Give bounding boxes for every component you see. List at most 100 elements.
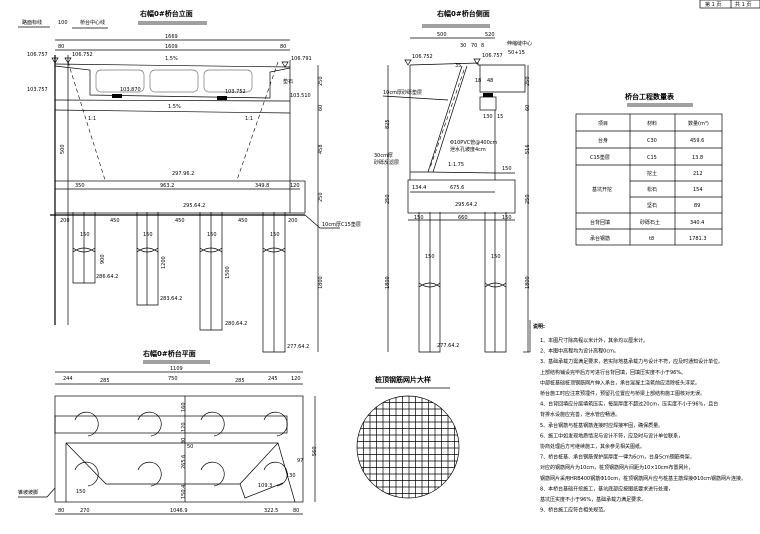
pile-diameter: 150: [207, 232, 217, 238]
note-line: 7、桥台桩基、承台钢筋保护层厚度一律为6cm，台身5cm钢筋骨架，: [540, 454, 695, 461]
slope-side-left: 1:1: [88, 116, 96, 122]
side-elevation: 右幅0#桥台侧面 500 520 30 70 8 伸缩缝中心 50+15 106…: [374, 9, 532, 353]
plan-dim-inner: 265.6: [181, 455, 187, 469]
pile-diameter: 150: [425, 254, 435, 260]
side-dim-small: 30: [460, 43, 466, 49]
cell-qty: 1781.3: [689, 236, 707, 242]
side-elev-left: 106.752: [412, 54, 433, 60]
cell-item: 台背回填: [590, 219, 610, 226]
pile-elev: 277.64.2: [437, 343, 459, 349]
dim-right: 458: [318, 144, 324, 154]
side-dim-height: 825: [385, 119, 391, 129]
cell-qty: 212: [693, 171, 703, 177]
side-dim-150: 150: [502, 166, 512, 172]
note-line: 上部结构铺设完毕后方可进行台背回填，回填压实度不小于96%。: [540, 369, 686, 376]
pile-spacing: 200: [60, 218, 70, 224]
pile-length: 1200: [161, 256, 167, 269]
note-line: 9、桥台施工应符合相关规范。: [540, 507, 608, 514]
cell-qty: 154: [693, 187, 703, 193]
pile: 150: [484, 212, 507, 353]
pile-spacing: 200: [288, 218, 298, 224]
plan-dim-bottom: 270: [80, 508, 90, 514]
quantity-table: 桥台工程数量表 项目 材料 数量(m³) 台身 C30 459.6 C15垫层 …: [575, 92, 723, 246]
side-pile-length: 1800: [385, 276, 391, 289]
dim-right: 1800: [318, 276, 324, 289]
note-line: 中部桩基础桩顶钢筋网片伸入承台，承台混凝土浇筑前应清除桩头浮浆。: [540, 379, 700, 386]
note-line: 5、承台钢筋与桩基钢筋连接时应焊接牢固，确保质量。: [540, 422, 663, 429]
plan-dim-bottom: 1046.9: [170, 508, 188, 514]
side-dim-15: 15: [497, 114, 503, 120]
plan-dim-diag: 130: [286, 473, 296, 479]
label-weep-hole: 泄水孔坡度4cm: [450, 146, 486, 153]
mesh-detail: 桩顶钢筋网片大样: [356, 375, 460, 499]
plan-dim-total: 1109: [170, 366, 183, 372]
bearing-icon: [483, 93, 493, 97]
label-pad: 垫石: [283, 78, 293, 85]
table-row: 承台钢筋 t8 1781.3: [590, 235, 707, 242]
pile-spacing: 450: [110, 218, 120, 224]
plan-dim-right: 560: [312, 446, 318, 456]
pile: 150 277.64.2: [418, 212, 459, 353]
cell-material: C15: [647, 155, 657, 161]
side-dim-vert: 18: [475, 78, 481, 84]
table-title: 桥台工程数量表: [625, 92, 675, 101]
note-line: 1、本图尺寸除高程以米计外，其余均以厘米计。: [540, 337, 648, 344]
title-block: 第 1 页 共 1 页: [699, 0, 760, 9]
bearing-icon: [112, 94, 122, 98]
side-pile-dim: 150: [502, 215, 512, 221]
plan-dim-inner: 120: [181, 422, 187, 432]
plan-dim-150: 150: [76, 489, 86, 495]
plan-dim-bottom: 80: [58, 508, 64, 514]
note-line: 6、施工中如发现地质情况与设计不符，应及时与设计单位联系，: [540, 432, 683, 439]
dim-100: 100: [58, 20, 68, 26]
foot-dim: 963.2: [160, 183, 174, 189]
label-road-marking: 路面标线: [22, 19, 42, 26]
foot-dim: 120: [290, 183, 300, 189]
pile-diameter: 150: [80, 232, 90, 238]
side-foot-dim: 134.4: [412, 185, 426, 191]
notes-title: 说明:: [533, 323, 545, 330]
label-filter-layer: 砂砾反滤层: [374, 159, 399, 166]
pile-circle: [74, 411, 288, 487]
cell-material: C30: [647, 138, 657, 144]
note-line: 背排水设施应完善，泄水管应畅通。: [540, 411, 620, 418]
label-centerline: 桥台中心线: [80, 19, 105, 26]
plan-dim: 244: [63, 376, 73, 382]
plan-dim-diag: 97: [297, 458, 303, 464]
elev-left2: 106.752: [72, 52, 93, 58]
side-dim-right: 60: [525, 105, 531, 111]
side-dim-foot: 250: [385, 194, 391, 204]
label-pvc-pipe: Φ10PVC管@400cm: [450, 139, 498, 146]
dim-right: 250: [318, 192, 324, 202]
elev-base: 297.96.2: [172, 171, 194, 177]
elev-right2: 103.510: [290, 93, 311, 99]
label-thickness: 30cm厚: [374, 153, 393, 159]
slope-side-right: 1:1: [245, 116, 253, 122]
plan-dim: 285: [235, 378, 245, 384]
side-dim-35: 35: [455, 63, 461, 69]
note-line: 对应的钢筋网片为10cm，桩顶钢筋网片间距为10×10cm布置网片，: [540, 464, 694, 471]
pile-spacing: 450: [175, 218, 185, 224]
table-row: 台背回填 砂砾石土 340.4: [590, 219, 704, 226]
side-dim-vert: 48: [487, 78, 493, 84]
dim-right: 250: [318, 76, 324, 86]
notes: 说明: 1、本图尺寸除高程以米计外，其余均以厘米计。2、本图中高程均为设计高程0…: [523, 320, 746, 514]
table-row: 台身 C30 459.6: [598, 137, 704, 144]
table-row: 挖土 212: [647, 170, 703, 177]
plan-dim: 120: [291, 376, 301, 382]
slope-cap: 1.5%: [168, 104, 181, 110]
expansion-dim: 50+15: [508, 50, 525, 56]
dim-inner: 1609: [165, 44, 178, 50]
plan-dim-diag: 109.3: [258, 483, 272, 489]
label-drain-layer: 10cm厚砂砾垫层: [383, 89, 422, 96]
mesh-grid: [357, 396, 459, 498]
plan-dim-inner: 30: [181, 438, 187, 444]
note-line: 钢筋网片采用HRB400钢筋Φ10cm，桩顶钢筋网片应与桩基主筋焊接Φ10cm钢…: [540, 475, 746, 482]
table-header: 数量(m³): [688, 120, 709, 127]
pile: 150 1500 280.64.2: [199, 212, 247, 331]
dim-body: 500: [60, 144, 66, 154]
cell-material: 坚石: [647, 202, 657, 209]
side-dim-small: 70: [471, 43, 477, 49]
